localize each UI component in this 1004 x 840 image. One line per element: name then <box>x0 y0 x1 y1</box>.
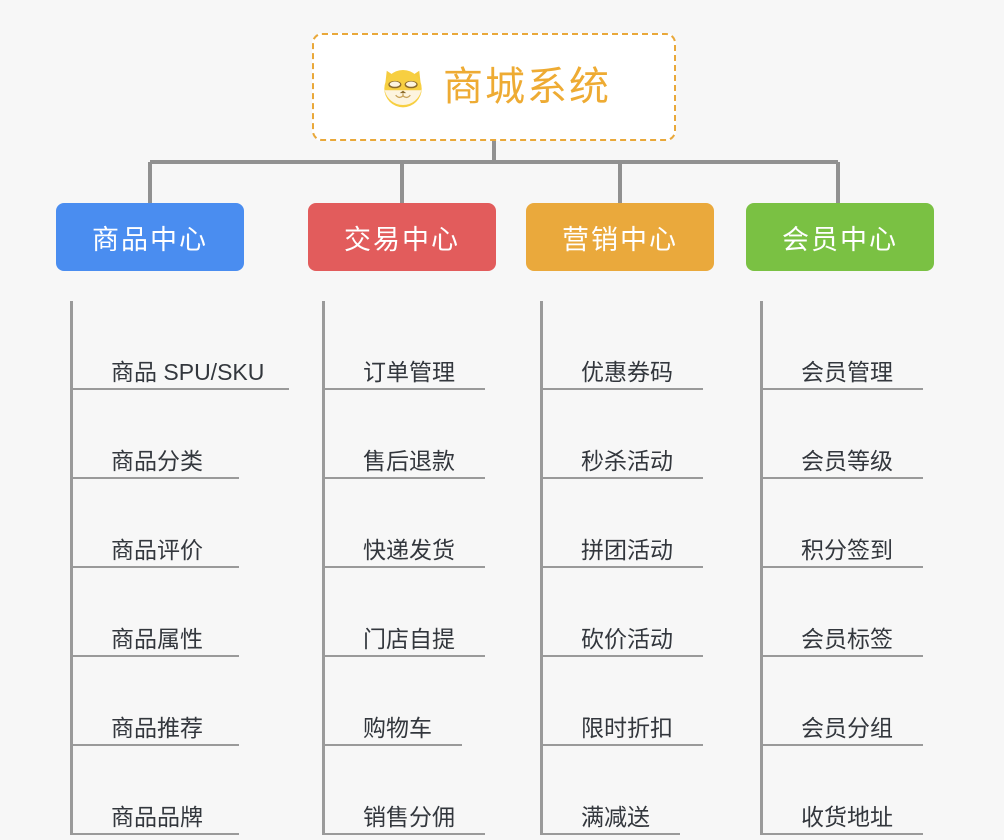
list-item[interactable]: 会员管理 <box>763 301 966 390</box>
category-title: 商品中心 <box>92 224 208 255</box>
list-item[interactable]: 收货地址 <box>763 746 966 835</box>
leaf-label: 会员标签 <box>801 625 893 652</box>
leaf-label: 商品属性 <box>111 625 203 652</box>
leaf-label: 砍价活动 <box>581 625 673 652</box>
category-title: 营销中心 <box>562 224 678 255</box>
list-item[interactable]: 售后退款 <box>325 390 528 479</box>
category-column-trade: 交易中心 订单管理 售后退款 快递发货 门店自提 <box>308 203 528 835</box>
list-item[interactable]: 积分签到 <box>763 479 966 568</box>
leaf-label: 购物车 <box>363 714 432 741</box>
list-item[interactable]: 秒杀活动 <box>543 390 746 479</box>
list-item[interactable]: 会员标签 <box>763 568 966 657</box>
leaf-label: 会员管理 <box>801 358 893 385</box>
leaf-label: 会员分组 <box>801 714 893 741</box>
category-header-member[interactable]: 会员中心 <box>746 203 934 271</box>
list-item[interactable]: 会员分组 <box>763 657 966 746</box>
list-item[interactable]: 砍价活动 <box>543 568 746 657</box>
list-item[interactable]: 会员等级 <box>763 390 966 479</box>
leaf-label: 收货地址 <box>801 803 893 830</box>
leaf-label: 订单管理 <box>363 358 455 385</box>
leaf-underline <box>325 655 485 657</box>
leaf-underline <box>763 477 923 479</box>
category-title: 会员中心 <box>782 224 898 255</box>
list-item[interactable]: 购物车 <box>325 657 528 746</box>
root-node[interactable]: 商城系统 <box>312 33 676 141</box>
list-item[interactable]: 商品属性 <box>73 568 276 657</box>
shiba-dog-icon <box>384 69 422 108</box>
leaf-underline <box>73 744 239 746</box>
leaf-underline <box>763 655 923 657</box>
leaf-label: 优惠券码 <box>581 358 673 385</box>
leaf-underline <box>543 655 703 657</box>
leaf-label: 门店自提 <box>363 625 455 652</box>
list-item[interactable]: 门店自提 <box>325 568 528 657</box>
category-column-product: 商品中心 商品 SPU/SKU 商品分类 商品评价 商品属性 <box>56 203 289 835</box>
leaf-underline <box>543 566 703 568</box>
leaf-underline <box>73 833 239 835</box>
leaf-label: 限时折扣 <box>581 714 673 741</box>
leaf-label: 拼团活动 <box>581 536 673 563</box>
category-header-product[interactable]: 商品中心 <box>56 203 244 271</box>
list-item[interactable]: 销售分佣 <box>325 746 528 835</box>
leaf-list-marketing: 优惠券码 秒杀活动 拼团活动 砍价活动 限时折扣 <box>540 301 746 835</box>
leaf-underline <box>73 566 239 568</box>
leaf-underline <box>325 477 485 479</box>
leaf-label: 秒杀活动 <box>581 447 673 474</box>
leaf-underline <box>763 388 923 390</box>
leaf-underline <box>763 566 923 568</box>
leaf-underline <box>763 833 923 835</box>
leaf-list-trade: 订单管理 售后退款 快递发货 门店自提 购物车 <box>322 301 528 835</box>
leaf-underline <box>543 477 703 479</box>
leaf-label: 商品推荐 <box>111 714 203 741</box>
leaf-label: 商品 SPU/SKU <box>111 358 265 385</box>
root-title: 商城系统 <box>443 65 611 109</box>
list-item[interactable]: 优惠券码 <box>543 301 746 390</box>
leaf-label: 满减送 <box>581 803 650 830</box>
leaf-label: 快递发货 <box>363 536 455 563</box>
list-item[interactable]: 订单管理 <box>325 301 528 390</box>
leaf-label: 商品品牌 <box>111 803 203 830</box>
leaf-label: 销售分佣 <box>363 803 455 830</box>
leaf-underline <box>325 388 485 390</box>
leaf-underline <box>543 833 680 835</box>
leaf-underline <box>325 566 485 568</box>
list-item[interactable]: 拼团活动 <box>543 479 746 568</box>
category-column-marketing: 营销中心 优惠券码 秒杀活动 拼团活动 砍价活动 <box>526 203 746 835</box>
leaf-underline <box>325 833 485 835</box>
leaf-list-product: 商品 SPU/SKU 商品分类 商品评价 商品属性 商品推荐 <box>70 301 289 835</box>
list-item[interactable]: 商品评价 <box>73 479 276 568</box>
leaf-list-member: 会员管理 会员等级 积分签到 会员标签 会员分组 <box>760 301 966 835</box>
category-title: 交易中心 <box>344 224 460 255</box>
leaf-underline <box>325 744 462 746</box>
category-column-member: 会员中心 会员管理 会员等级 积分签到 会员标签 <box>746 203 966 835</box>
leaf-underline <box>543 744 703 746</box>
category-header-trade[interactable]: 交易中心 <box>308 203 496 271</box>
category-header-marketing[interactable]: 营销中心 <box>526 203 714 271</box>
leaf-underline <box>73 655 239 657</box>
list-item[interactable]: 商品分类 <box>73 390 276 479</box>
list-item[interactable]: 商品 SPU/SKU <box>73 301 289 390</box>
list-item[interactable]: 商品品牌 <box>73 746 276 835</box>
leaf-label: 积分签到 <box>801 536 893 563</box>
leaf-underline <box>543 388 703 390</box>
leaf-label: 售后退款 <box>363 447 455 474</box>
leaf-label: 商品分类 <box>111 447 203 474</box>
list-item[interactable]: 快递发货 <box>325 479 528 568</box>
list-item[interactable]: 商品推荐 <box>73 657 276 746</box>
list-item[interactable]: 限时折扣 <box>543 657 746 746</box>
leaf-underline <box>73 388 289 390</box>
leaf-label: 商品评价 <box>111 536 203 563</box>
leaf-label: 会员等级 <box>801 447 893 474</box>
leaf-underline <box>763 744 923 746</box>
leaf-underline <box>73 477 239 479</box>
list-item[interactable]: 满减送 <box>543 746 746 835</box>
